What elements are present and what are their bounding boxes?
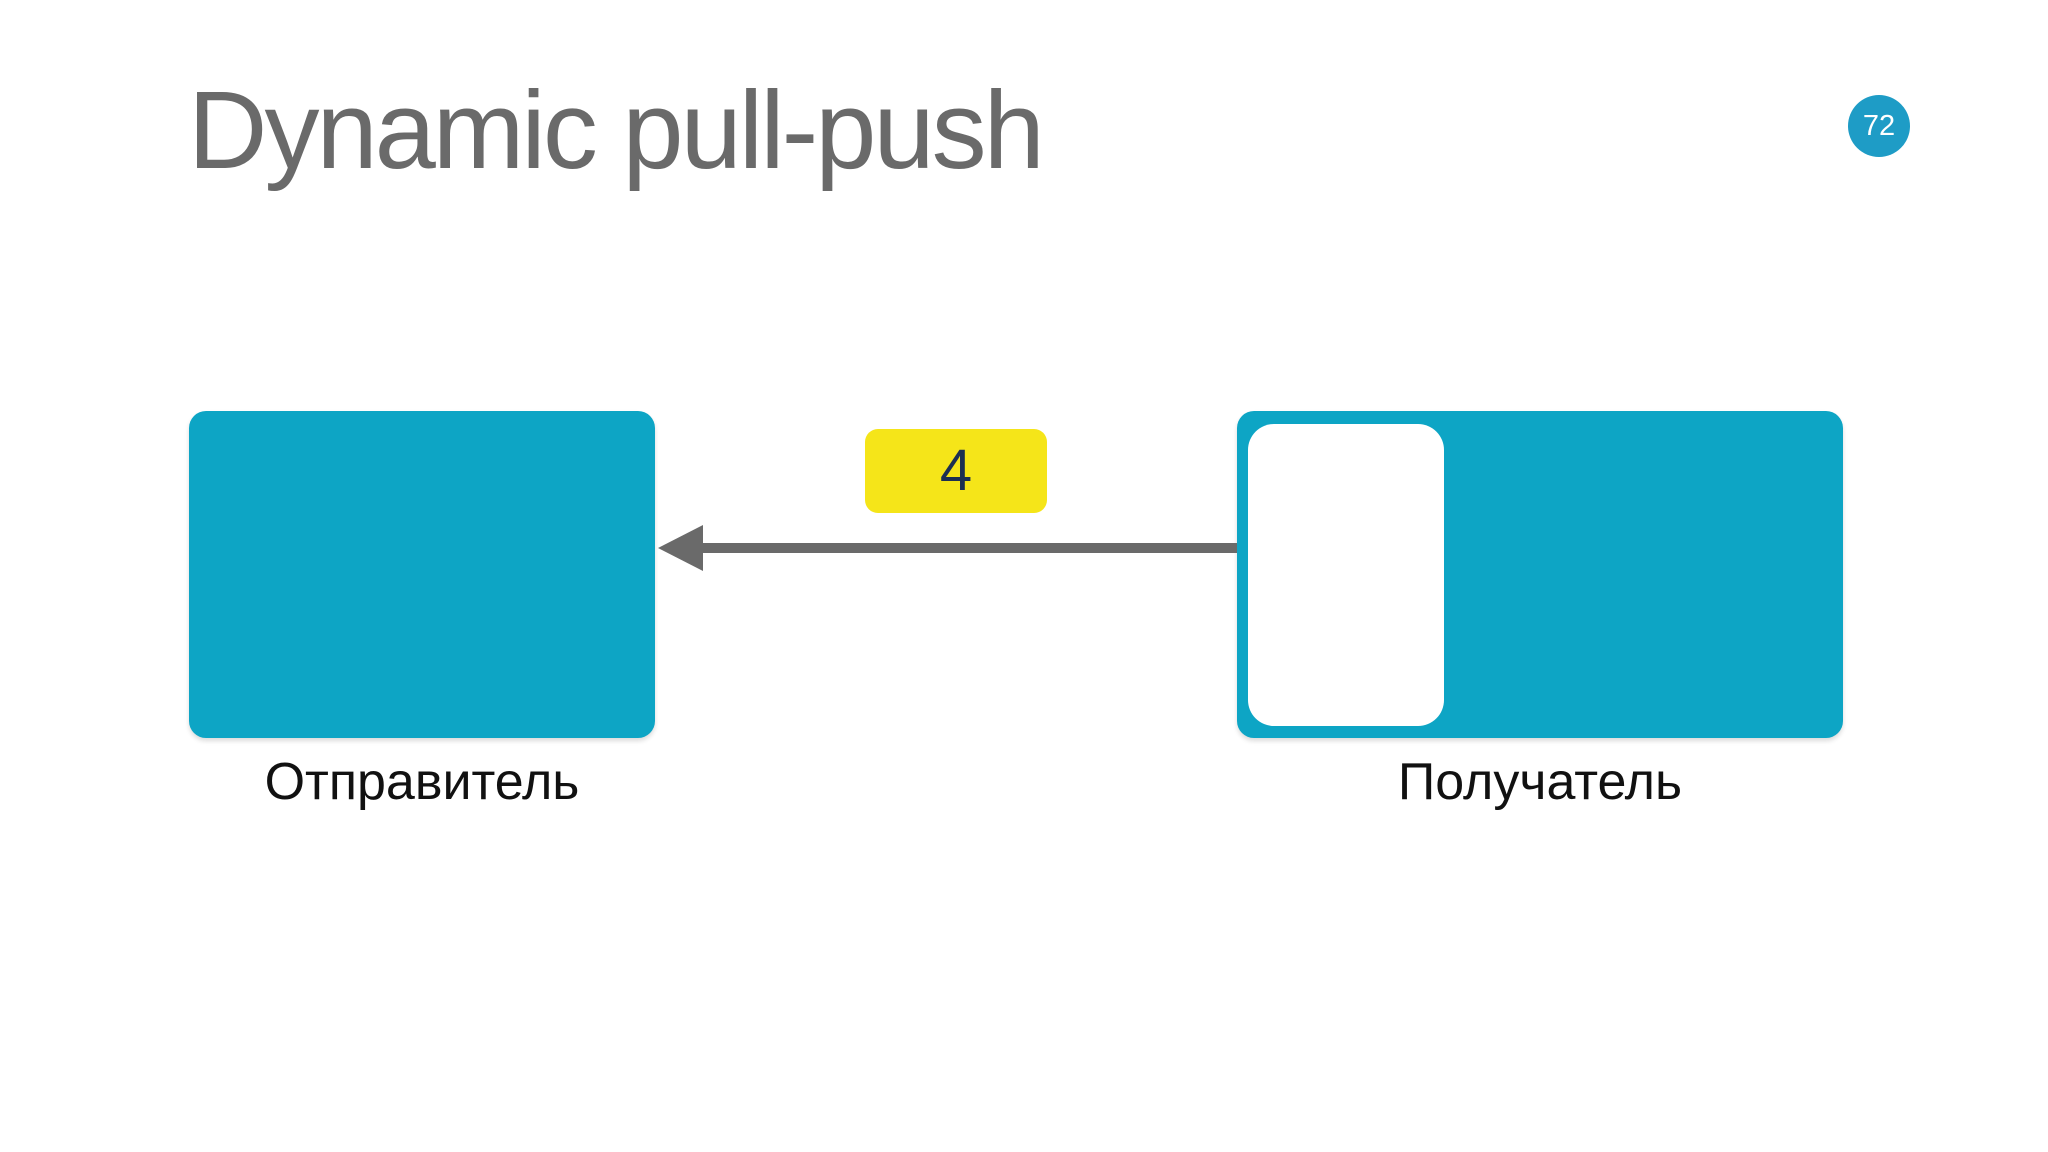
arrow-shaft xyxy=(701,543,1237,553)
message-count-badge: 4 xyxy=(865,429,1047,513)
message-count: 4 xyxy=(939,438,973,503)
page-number: 72 xyxy=(1862,109,1896,142)
arrow-left-icon xyxy=(658,525,703,571)
receiver-box xyxy=(1237,411,1843,738)
sender-box xyxy=(189,411,655,738)
receiver-label: Получатель xyxy=(1397,753,1683,811)
slide-title: Dynamic pull-push xyxy=(188,69,1045,192)
sender-label: Отправитель xyxy=(264,753,580,811)
page-number-badge: 72 xyxy=(1848,95,1910,157)
receiver-empty-slot xyxy=(1248,424,1444,726)
